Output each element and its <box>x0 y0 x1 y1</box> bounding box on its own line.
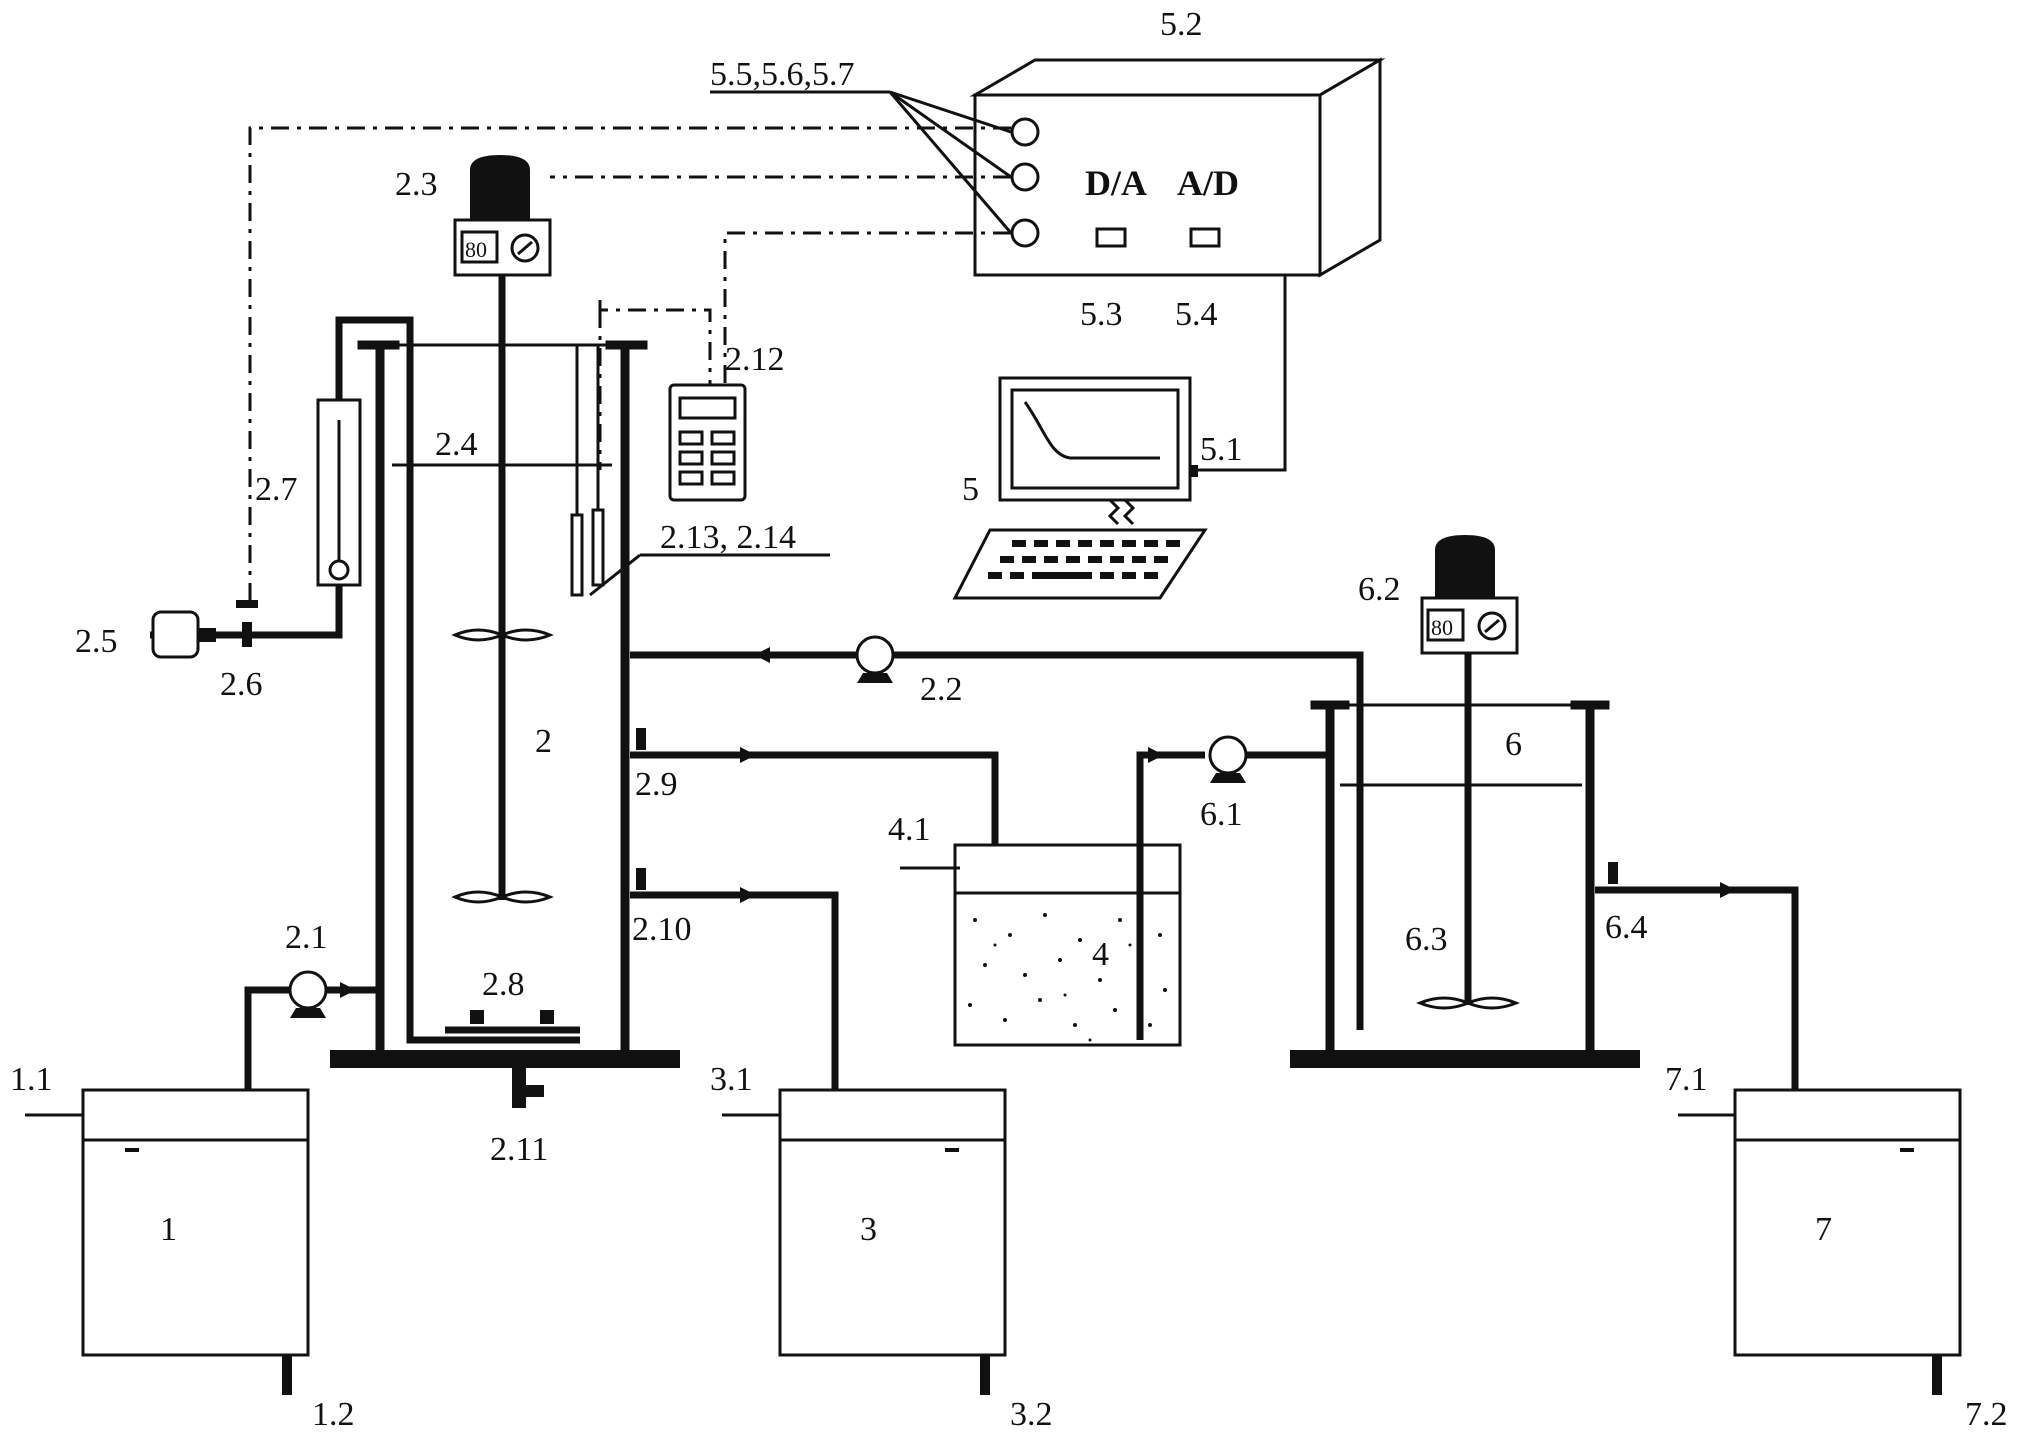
label-2-8: 2.8 <box>482 966 525 1003</box>
label-7: 7 <box>1815 1211 1832 1248</box>
label-1-2: 1.2 <box>312 1396 355 1433</box>
reactor-2 <box>330 316 830 1108</box>
label-3-1: 3.1 <box>710 1061 753 1098</box>
label-7-1: 7.1 <box>1665 1061 1708 1098</box>
label-5-5-7: 5.5,5.6,5.7 <box>710 56 855 93</box>
meter-2-12 <box>668 383 747 502</box>
label-2-13-14: 2.13, 2.14 <box>660 519 796 556</box>
label-2-4: 2.4 <box>435 426 478 463</box>
label-6-2: 6.2 <box>1358 571 1401 608</box>
label-2-10: 2.10 <box>632 911 692 948</box>
svg-text:80: 80 <box>1431 615 1453 640</box>
label-5-4: 5.4 <box>1175 296 1218 333</box>
label-6-1: 6.1 <box>1200 796 1243 833</box>
tank-6: 80 <box>1208 535 1799 1300</box>
ad-converter <box>1189 227 1221 248</box>
da-converter <box>1095 227 1127 248</box>
label-6-4: 6.4 <box>1605 909 1648 946</box>
label-1: 1 <box>160 1211 177 1248</box>
label-1-1: 1.1 <box>10 1061 53 1098</box>
tank-3 <box>722 1088 1007 1395</box>
label-4: 4 <box>1092 936 1109 973</box>
label-2-7: 2.7 <box>255 471 298 508</box>
label-2-11: 2.11 <box>490 1131 548 1168</box>
label-2-1: 2.1 <box>285 919 328 956</box>
tank-1 <box>25 1088 310 1395</box>
label-2-2: 2.2 <box>920 671 963 708</box>
label-2-9: 2.9 <box>635 766 678 803</box>
label-5-2: 5.2 <box>1160 6 1203 43</box>
air-line <box>150 316 362 659</box>
label-2-12: 2.12 <box>725 341 785 378</box>
label-3: 3 <box>860 1211 877 1248</box>
label-2-6: 2.6 <box>220 666 263 703</box>
label-6-3: 6.3 <box>1405 921 1448 958</box>
label-7-2: 7.2 <box>1965 1396 2008 1433</box>
label-3-2: 3.2 <box>1010 1396 1053 1433</box>
da-label: D/A <box>1085 163 1147 203</box>
computer <box>952 275 1287 600</box>
signal-lines <box>248 126 1011 605</box>
controller-port-1 <box>1010 117 1040 147</box>
sediment-dots <box>968 913 1167 1042</box>
labels: 5.2 5.5,5.6,5.7 2.3 5.3 5.4 2.12 2.4 5.1… <box>10 6 2008 1433</box>
tank-7 <box>1678 1088 1962 1395</box>
return-line <box>630 635 1364 1030</box>
label-2-5: 2.5 <box>75 623 118 660</box>
label-5-3: 5.3 <box>1080 296 1123 333</box>
label-2: 2 <box>535 723 552 760</box>
controller-box: D/A A/D <box>710 57 1386 278</box>
label-2-3: 2.3 <box>395 166 438 203</box>
motor-2-3: 80 <box>451 155 554 904</box>
ad-label: A/D <box>1177 163 1239 203</box>
label-5: 5 <box>962 471 979 508</box>
controller-port-3 <box>1010 218 1040 248</box>
label-5-1: 5.1 <box>1200 431 1243 468</box>
label-6: 6 <box>1505 726 1522 763</box>
label-4-1: 4.1 <box>888 811 931 848</box>
tank-4 <box>900 747 1205 1047</box>
controller-port-2 <box>1010 162 1040 192</box>
svg-text:80: 80 <box>465 237 487 262</box>
